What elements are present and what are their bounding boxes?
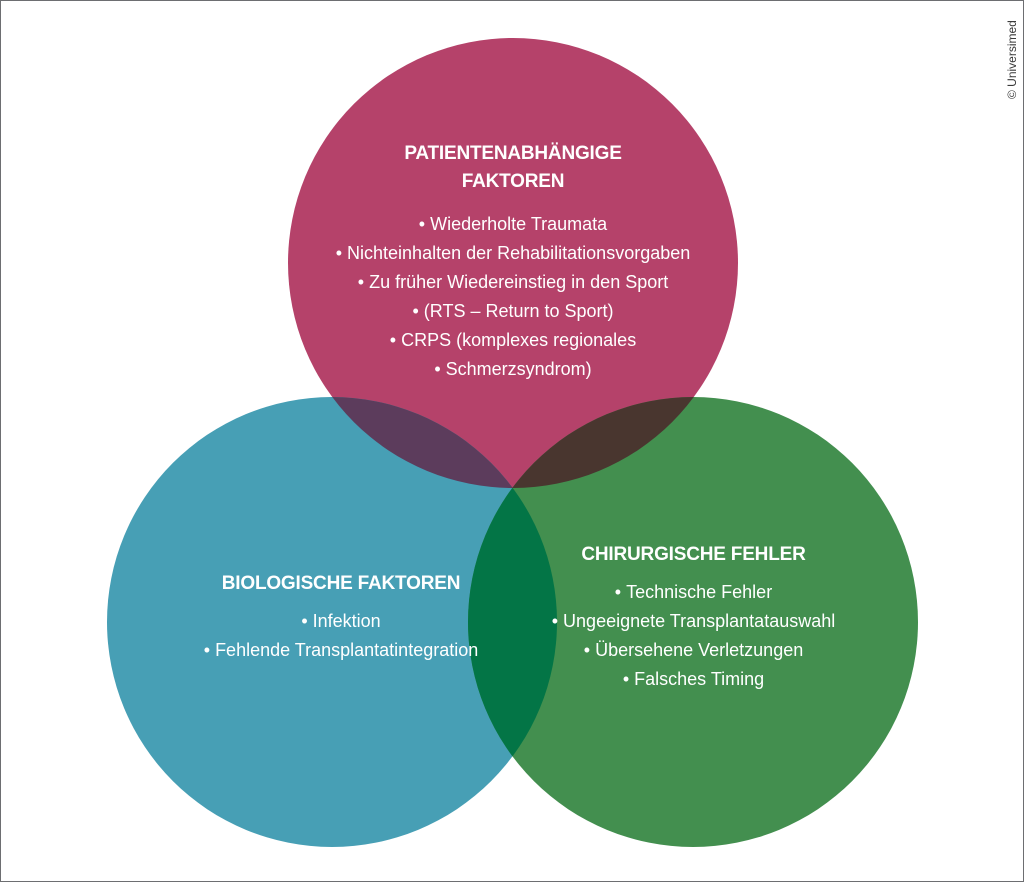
patient-factors-title: PATIENTENABHÄNGIGE FAKTOREN (283, 140, 743, 196)
patient-factors-list: Wiederholte Traumata Nichteinhalten der … (283, 210, 743, 384)
list-item: Fehlende Transplantatintegration (151, 636, 531, 665)
list-item: Schmerzsyndrom) (283, 355, 743, 384)
list-item: Technische Fehler (501, 578, 886, 607)
surgical-errors-title: CHIRURGISCHE FEHLER (581, 544, 806, 565)
patient-title-line2: FAKTOREN (461, 171, 565, 192)
biological-factors-label: BIOLOGISCHE FAKTOREN Infektion Fehlende … (151, 570, 531, 665)
list-item: Falsches Timing (501, 665, 886, 694)
biological-factors-list: Infektion Fehlende Transplantatintegrati… (151, 607, 531, 665)
biological-factors-title: BIOLOGISCHE FAKTOREN (221, 573, 461, 594)
list-item: CRPS (komplexes regionales (283, 326, 743, 355)
surgical-errors-list: Technische Fehler Ungeeignete Transplant… (501, 578, 886, 694)
list-item: Zu früher Wiedereinstieg in den Sport (283, 268, 743, 297)
patient-factors-label: PATIENTENABHÄNGIGE FAKTOREN Wiederholte … (283, 140, 743, 384)
list-item: Wiederholte Traumata (283, 210, 743, 239)
patient-title-line1: PATIENTENABHÄNGIGE (404, 143, 622, 164)
list-item: Infektion (151, 607, 531, 636)
list-item: (RTS – Return to Sport) (283, 297, 743, 326)
list-item: Nichteinhalten der Rehabilitationsvorgab… (283, 239, 743, 268)
list-item: Ungeeignete Transplantatauswahl (501, 607, 886, 636)
list-item: Übersehene Verletzungen (501, 636, 886, 665)
surgical-errors-label: CHIRURGISCHE FEHLER Technische Fehler Un… (501, 541, 886, 694)
copyright-notice: © Universimed (1005, 20, 1019, 99)
